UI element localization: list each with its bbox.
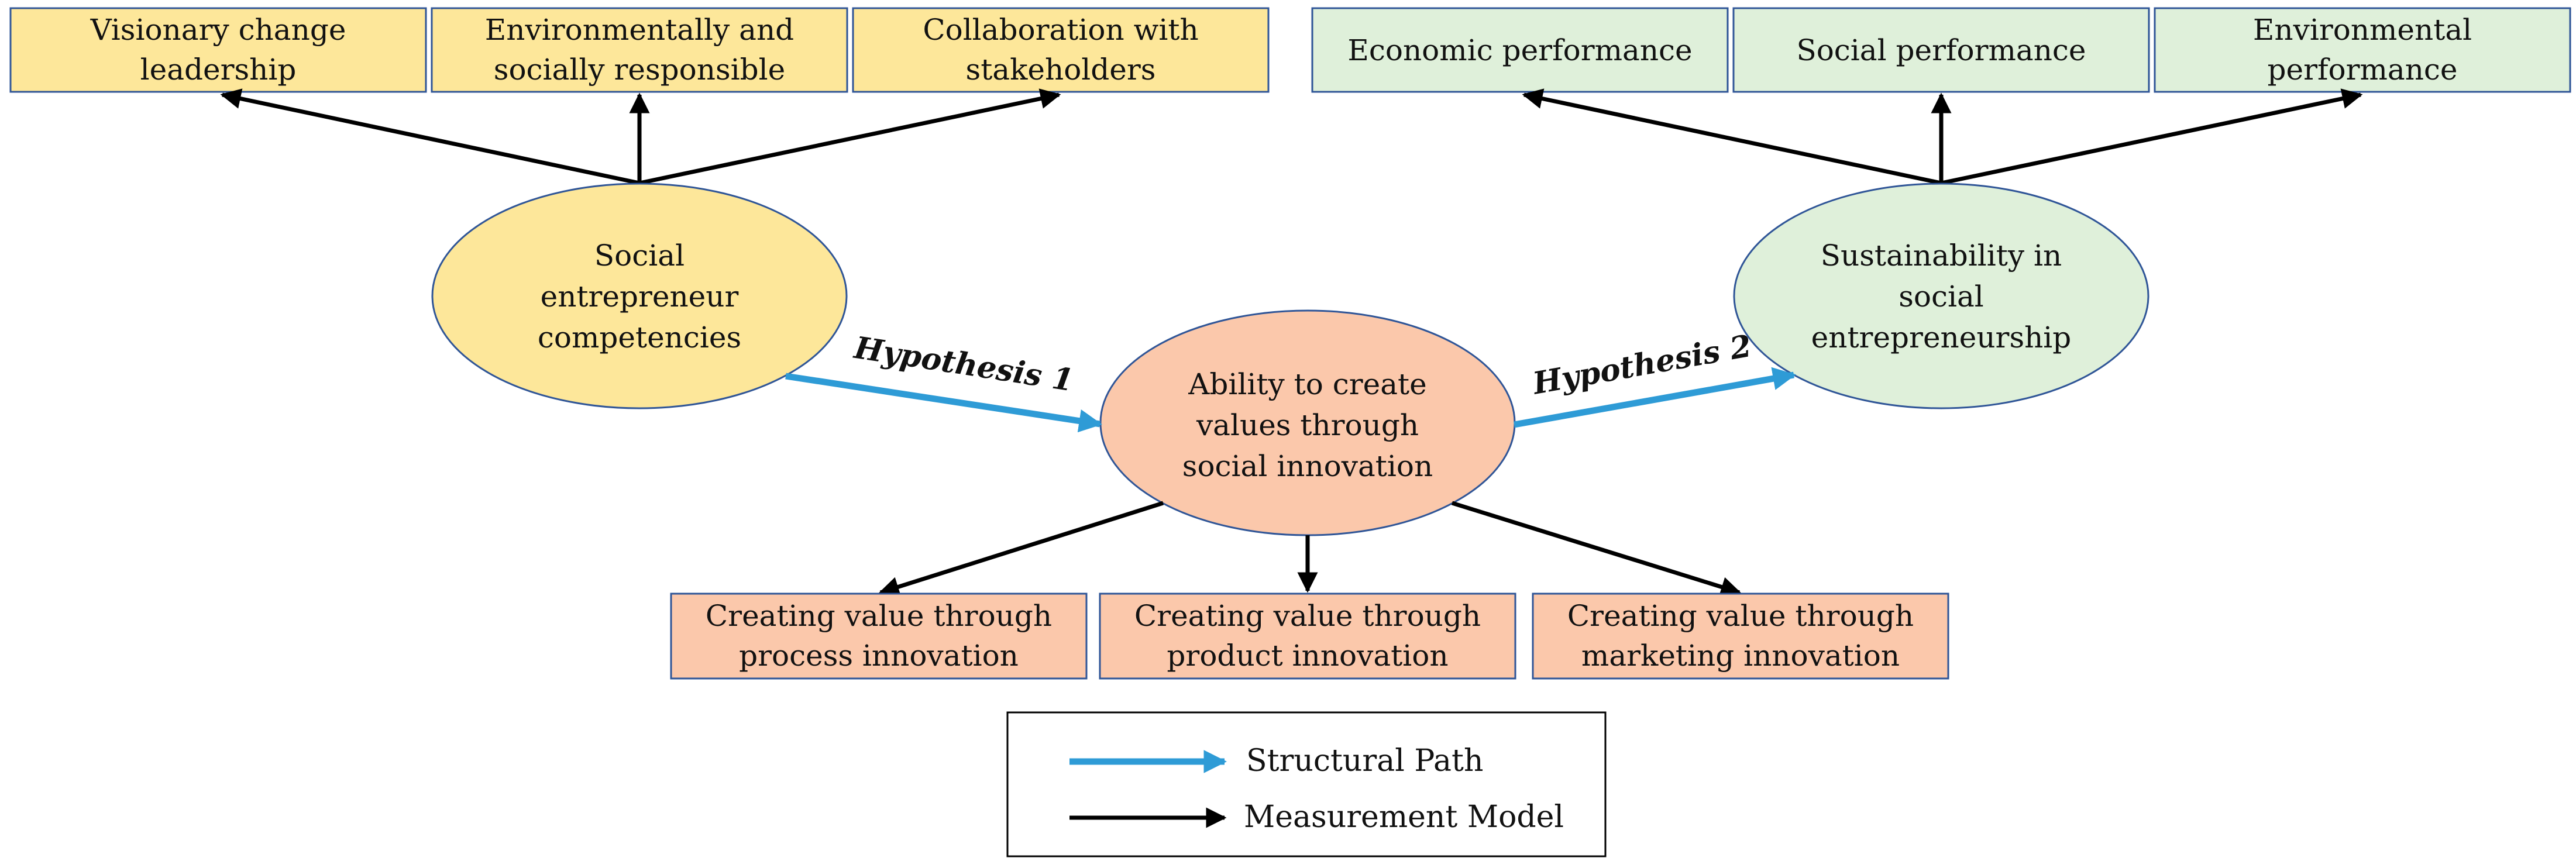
measurement-arrows-competencies [220, 88, 1061, 185]
measurement-arrow [1451, 501, 1742, 597]
svg-text:leadership: leadership [140, 53, 297, 87]
svg-text:stakeholders: stakeholders [966, 53, 1156, 87]
measurement-arrow [1941, 88, 2363, 185]
measurement-arrow [1522, 88, 1942, 185]
svg-text:entrepreneur: entrepreneur [541, 280, 739, 314]
svg-text:product innovation: product innovation [1167, 639, 1448, 673]
legend: Structural Path Measurement Model [1006, 711, 1607, 857]
indicator-box-collaboration-with-stakeholders: Collaboration with stakeholders [852, 7, 1270, 93]
indicator-box-environmental-performance: Environmental performance [2154, 7, 2571, 93]
svg-text:Economic performance: Economic performance [1347, 33, 1692, 67]
indicator-box-social-performance: Social performance [1732, 7, 2150, 93]
svg-text:Environmental: Environmental [2253, 13, 2472, 47]
svg-text:values through: values through [1196, 408, 1419, 442]
legend-structural-label: Structural Path [1246, 743, 1483, 779]
construct-sustainability-in-social-entrepreneurship: Sustainability in social entrepreneurshi… [1733, 182, 2149, 409]
svg-text:Collaboration with: Collaboration with [923, 13, 1198, 47]
legend-measurement-label: Measurement Model [1244, 800, 1564, 835]
svg-text:Social: Social [594, 239, 685, 273]
indicator-box-economic-performance: Economic performance [1311, 7, 1729, 93]
svg-text:Creating value through: Creating value through [1567, 599, 1914, 633]
measurement-arrows-innovation [878, 501, 1742, 597]
svg-text:socially responsible: socially responsible [494, 53, 785, 87]
measurement-arrow [639, 88, 1061, 185]
structural-arrow [1514, 367, 1796, 428]
svg-text:Sustainability in: Sustainability in [1821, 239, 2062, 273]
svg-text:social: social [1899, 280, 1984, 314]
measurement-arrow [878, 501, 1164, 597]
svg-text:Visionary change: Visionary change [90, 13, 346, 47]
indicator-box-product-innovation: Creating value through product innovatio… [1099, 593, 1516, 680]
measurement-arrows-sustainability [1522, 88, 2363, 185]
construct-social-entrepreneur-competencies: Social entrepreneur competencies [431, 182, 848, 409]
svg-text:Ability to create: Ability to create [1188, 367, 1426, 401]
svg-text:process innovation: process innovation [739, 639, 1019, 673]
svg-text:Environmentally and: Environmentally and [485, 13, 794, 47]
construct-ability-to-create-values: Ability to create values through social … [1099, 309, 1516, 536]
indicator-box-environmentally-socially-responsible: Environmentally and socially responsible [431, 7, 848, 93]
svg-text:performance: performance [2267, 53, 2457, 87]
measurement-arrow [220, 88, 640, 185]
svg-text:competencies: competencies [538, 321, 741, 354]
svg-text:marketing innovation: marketing innovation [1581, 639, 1900, 673]
svg-text:entrepreneurship: entrepreneurship [1811, 321, 2072, 354]
svg-text:Social performance: Social performance [1796, 33, 2086, 67]
structural-arrow [785, 373, 1102, 433]
svg-text:Creating value through: Creating value through [706, 599, 1052, 633]
indicator-box-visionary-change-leadership: Visionary change leadership [9, 7, 427, 93]
svg-text:Creating value through: Creating value through [1134, 599, 1481, 633]
indicator-box-process-innovation: Creating value through process innovatio… [670, 593, 1088, 680]
svg-text:social innovation: social innovation [1182, 449, 1433, 483]
indicator-box-marketing-innovation: Creating value through marketing innovat… [1532, 593, 1949, 680]
structural-path-hypothesis-1: Hypothesis 1 [785, 330, 1102, 433]
